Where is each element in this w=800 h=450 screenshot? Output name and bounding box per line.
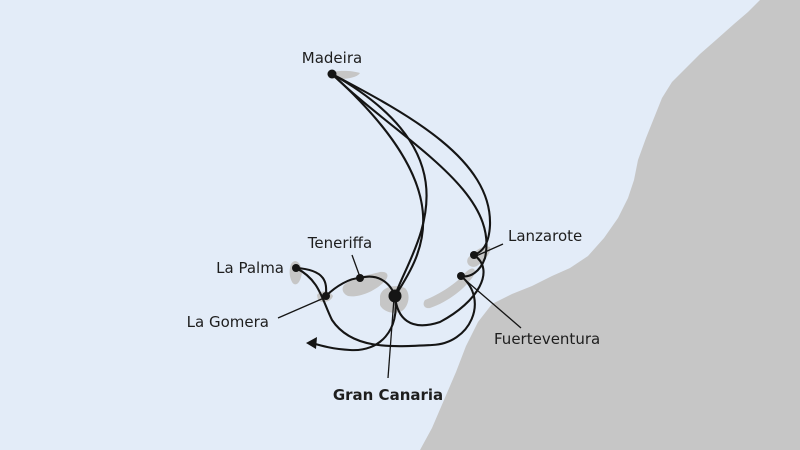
leader-lines xyxy=(277,243,522,379)
route-gran-canaria-madeira xyxy=(330,72,425,298)
port-markers xyxy=(292,69,478,303)
port-labels: Madeira Teneriffa La Palma La Gomera Gra… xyxy=(187,49,601,404)
label-teneriffa: Teneriffa xyxy=(307,234,372,252)
marker-lanzarote[interactable] xyxy=(470,251,478,259)
label-fuerteventura: Fuerteventura xyxy=(494,330,600,348)
leader-lanzarote xyxy=(475,243,504,257)
marker-la-palma[interactable] xyxy=(292,264,300,272)
route-direction-arrow xyxy=(306,337,317,349)
marker-fuerteventura[interactable] xyxy=(457,272,465,280)
label-la-gomera: La Gomera xyxy=(187,313,269,331)
leader-la-gomera xyxy=(277,297,325,319)
leader-fuerteventura xyxy=(462,277,522,329)
marker-madeira[interactable] xyxy=(327,69,337,79)
africa-landmass xyxy=(420,0,800,450)
route-lanzarote-gran-canaria xyxy=(393,253,485,327)
cruise-routes xyxy=(294,72,492,352)
route-madeira-fuerteventura xyxy=(330,72,488,278)
route-madeira-lanzarote xyxy=(330,72,492,257)
label-gran-canaria: Gran Canaria xyxy=(333,386,443,404)
label-madeira: Madeira xyxy=(302,49,362,67)
label-lanzarote: Lanzarote xyxy=(508,227,582,245)
leader-gran-canaria xyxy=(387,297,395,379)
route-fuerteventura-la-palma xyxy=(294,266,476,348)
marker-gran-canaria[interactable] xyxy=(388,289,402,303)
route-final-loop xyxy=(310,294,397,352)
route-gran-canaria-madeira-2 xyxy=(330,72,428,298)
leader-teneriffa xyxy=(351,254,361,278)
label-la-palma: La Palma xyxy=(216,259,284,277)
marker-la-gomera[interactable] xyxy=(322,292,330,300)
marker-teneriffa[interactable] xyxy=(356,274,364,282)
